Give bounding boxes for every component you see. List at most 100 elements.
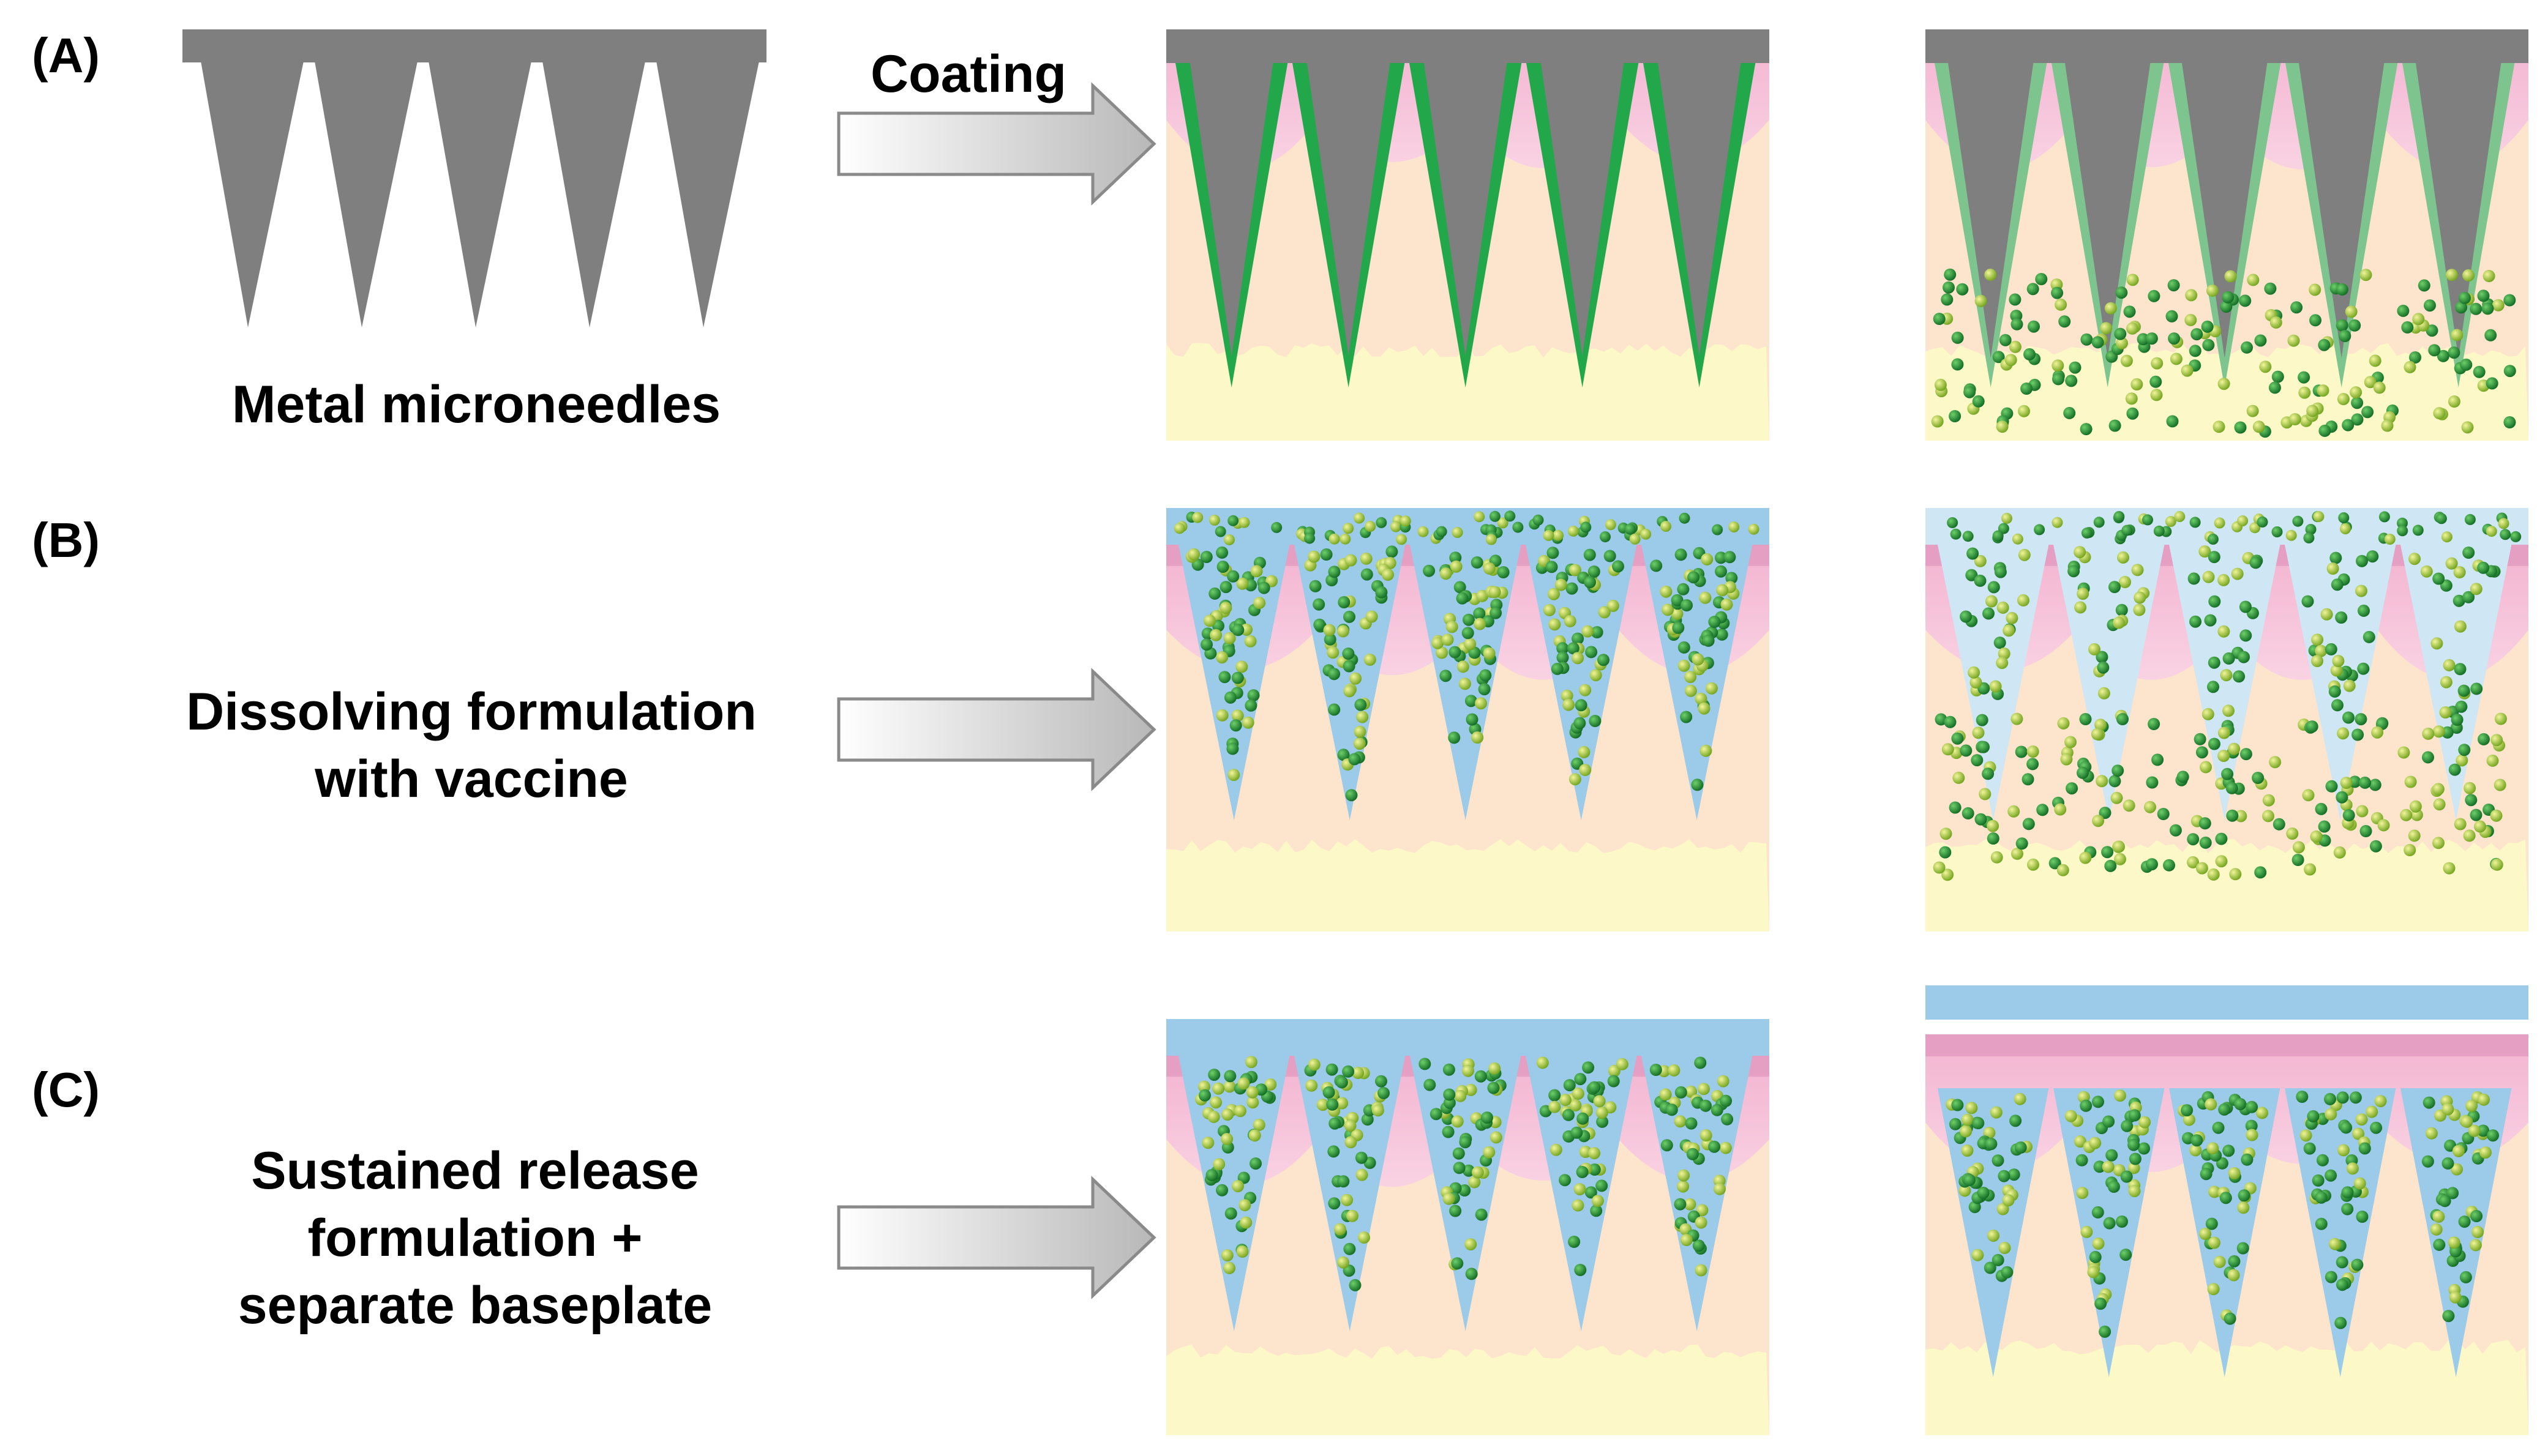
vaccine-particle [1961, 1144, 1974, 1157]
vaccine-particle [2359, 776, 2371, 789]
vaccine-particle [2215, 855, 2228, 868]
vaccine-particle [2366, 550, 2379, 563]
vaccine-particle [1328, 668, 1341, 681]
vaccine-particle [2325, 1108, 2337, 1121]
vaccine-particle [1960, 1125, 1973, 1138]
vaccine-particle [1365, 521, 1376, 532]
vaccine-particle [1316, 1099, 1329, 1111]
vaccine-particle [1600, 531, 1611, 543]
vaccine-particle [1588, 1081, 1601, 1094]
vaccine-particle [2340, 523, 2351, 534]
vaccine-particle [2446, 1187, 2459, 1200]
vaccine-particle [1582, 1061, 1595, 1074]
vaccine-particle [1340, 533, 1351, 545]
vaccine-particle [2303, 532, 2315, 543]
vaccine-particle [1684, 1198, 1696, 1211]
vaccine-particle [1684, 684, 1697, 697]
vaccine-particle [1504, 510, 1516, 522]
vaccine-particle [1439, 567, 1452, 580]
vaccine-particle [1463, 613, 1475, 626]
vaccine-particle [2486, 526, 2497, 537]
vaccine-particle [2194, 733, 2206, 745]
vaccine-particle [2093, 517, 2105, 528]
vaccine-particle [1430, 1108, 1442, 1121]
vaccine-particle [2207, 681, 2219, 693]
vaccine-particle [1483, 562, 1496, 575]
vaccine-particle [1680, 711, 1693, 723]
vaccine-particle [1354, 698, 1367, 711]
vaccine-particle [1961, 1113, 1974, 1126]
vaccine-particle [1708, 1140, 1721, 1153]
vaccine-particle [2428, 344, 2441, 357]
vaccine-particle [1313, 598, 1325, 611]
vaccine-particle [2213, 1255, 2226, 1268]
vaccine-particle [1581, 625, 1594, 638]
vaccine-particle [1660, 1139, 1673, 1152]
caption-c-line-3: separate baseplate [238, 1276, 712, 1335]
vaccine-particle [2451, 714, 2464, 726]
vaccine-particle [2199, 836, 2212, 849]
vaccine-particle [2409, 351, 2421, 364]
dissolved-needle [2400, 545, 2512, 820]
vaccine-particle [2374, 1095, 2387, 1108]
vaccine-particle [2002, 1194, 2015, 1207]
metal-baseplate [1166, 29, 1769, 63]
vaccine-particle [2022, 818, 2035, 831]
vaccine-particle [2166, 415, 2179, 428]
vaccine-particle [1459, 1136, 1472, 1149]
vaccine-particle [2108, 581, 2121, 594]
vaccine-particle [1979, 788, 1992, 801]
vaccine-particle [1346, 1209, 1358, 1222]
vaccine-particle [1699, 744, 1712, 757]
vaccine-particle [2183, 1113, 2195, 1126]
vaccine-particle [2114, 1089, 2126, 1102]
vaccine-particle [1686, 1148, 1699, 1160]
vaccine-particle [1210, 1096, 1223, 1109]
vaccine-particle [2446, 269, 2458, 282]
vaccine-particle [1714, 1182, 1726, 1195]
vaccine-particle [2003, 624, 2015, 637]
vaccine-particle [1570, 1126, 1583, 1139]
vaccine-particle [2081, 527, 2093, 539]
vaccine-particle [1213, 1158, 1226, 1171]
vaccine-particle [2060, 753, 2073, 766]
metal-needle [1948, 63, 2034, 358]
vaccine-particle [2451, 1163, 2463, 1176]
vaccine-particle [2096, 651, 2108, 663]
vaccine-particle [1559, 1174, 1572, 1187]
vaccine-particle [2195, 746, 2208, 759]
vaccine-particle [1257, 581, 1270, 594]
vaccine-particle [2105, 1149, 2118, 1162]
vaccine-particle [1348, 753, 1361, 766]
vaccine-particle [2206, 1142, 2219, 1155]
vaccine-particle [1947, 517, 1958, 528]
vaccine-particle [1343, 685, 1356, 698]
vaccine-particle [1341, 1193, 1354, 1206]
vaccine-particle [2432, 572, 2445, 585]
vaccine-particle [1565, 582, 1578, 595]
vaccine-particle [2343, 679, 2356, 692]
vaccine-particle [1355, 1151, 1368, 1164]
vaccine-particle [1335, 1076, 1348, 1089]
vaccine-particle [2454, 620, 2467, 633]
vaccine-particle [1485, 534, 1497, 545]
vaccine-particle [1532, 514, 1544, 526]
vaccine-particle [1949, 1118, 1962, 1130]
vaccine-particle [1208, 1069, 1221, 1081]
vaccine-particle [2228, 1167, 2241, 1179]
vaccine-particle [2422, 751, 2434, 764]
vaccine-particle [2089, 1250, 2102, 1263]
vaccine-particle [1640, 528, 1652, 540]
vaccine-particle [2454, 663, 2467, 676]
vaccine-particle [2015, 745, 2028, 758]
vaccine-particle [2014, 1141, 2027, 1154]
vaccine-particle [1328, 533, 1340, 545]
vaccine-particle [1984, 268, 1997, 281]
vaccine-particle [1221, 1133, 1234, 1146]
vaccine-particle [2432, 725, 2445, 738]
vaccine-particle [2138, 1142, 2150, 1155]
vaccine-particle [2026, 745, 2039, 758]
vaccine-particle [2311, 633, 2324, 646]
dissolving-needles-inserted-panel [1166, 508, 1769, 931]
vaccine-particle [1695, 1264, 1707, 1277]
